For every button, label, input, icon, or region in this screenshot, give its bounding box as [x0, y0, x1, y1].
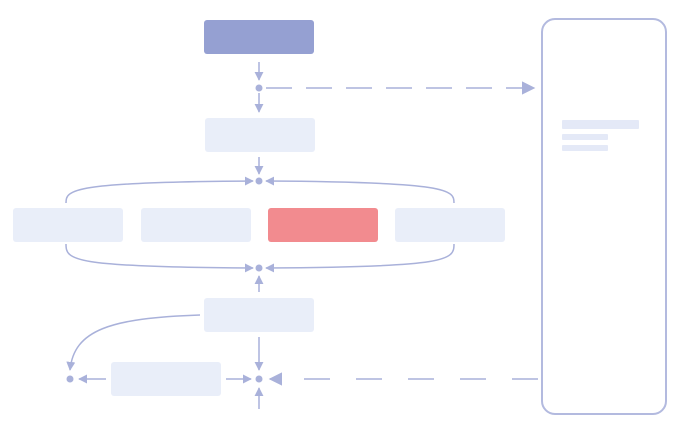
step-1-node[interactable]: [205, 118, 315, 152]
branch-node-2[interactable]: [141, 208, 251, 242]
endpoint-dot-left: [66, 375, 74, 383]
junction-dot-4: [255, 375, 263, 383]
brace-top-left: [65, 176, 254, 204]
junction-dot-2: [255, 177, 263, 185]
step-2-node[interactable]: [204, 298, 314, 332]
panel-text-line-1: [562, 134, 608, 140]
brace-bottom-left: [65, 243, 254, 273]
junction-dot-3: [255, 264, 263, 272]
brace-bottom-right: [265, 243, 455, 273]
junction-dot-1: [255, 84, 263, 92]
branch-node-3-highlighted[interactable]: [268, 208, 378, 242]
panel-text-line-2: [562, 145, 608, 151]
curve-step2-to-left-end: [66, 314, 201, 371]
brace-top-right: [265, 176, 455, 204]
start-node[interactable]: [204, 20, 314, 54]
branch-node-4[interactable]: [395, 208, 505, 242]
step-3-node[interactable]: [111, 362, 221, 396]
panel-title-placeholder: [562, 120, 639, 129]
branch-node-1[interactable]: [13, 208, 123, 242]
side-panel[interactable]: [541, 18, 667, 415]
